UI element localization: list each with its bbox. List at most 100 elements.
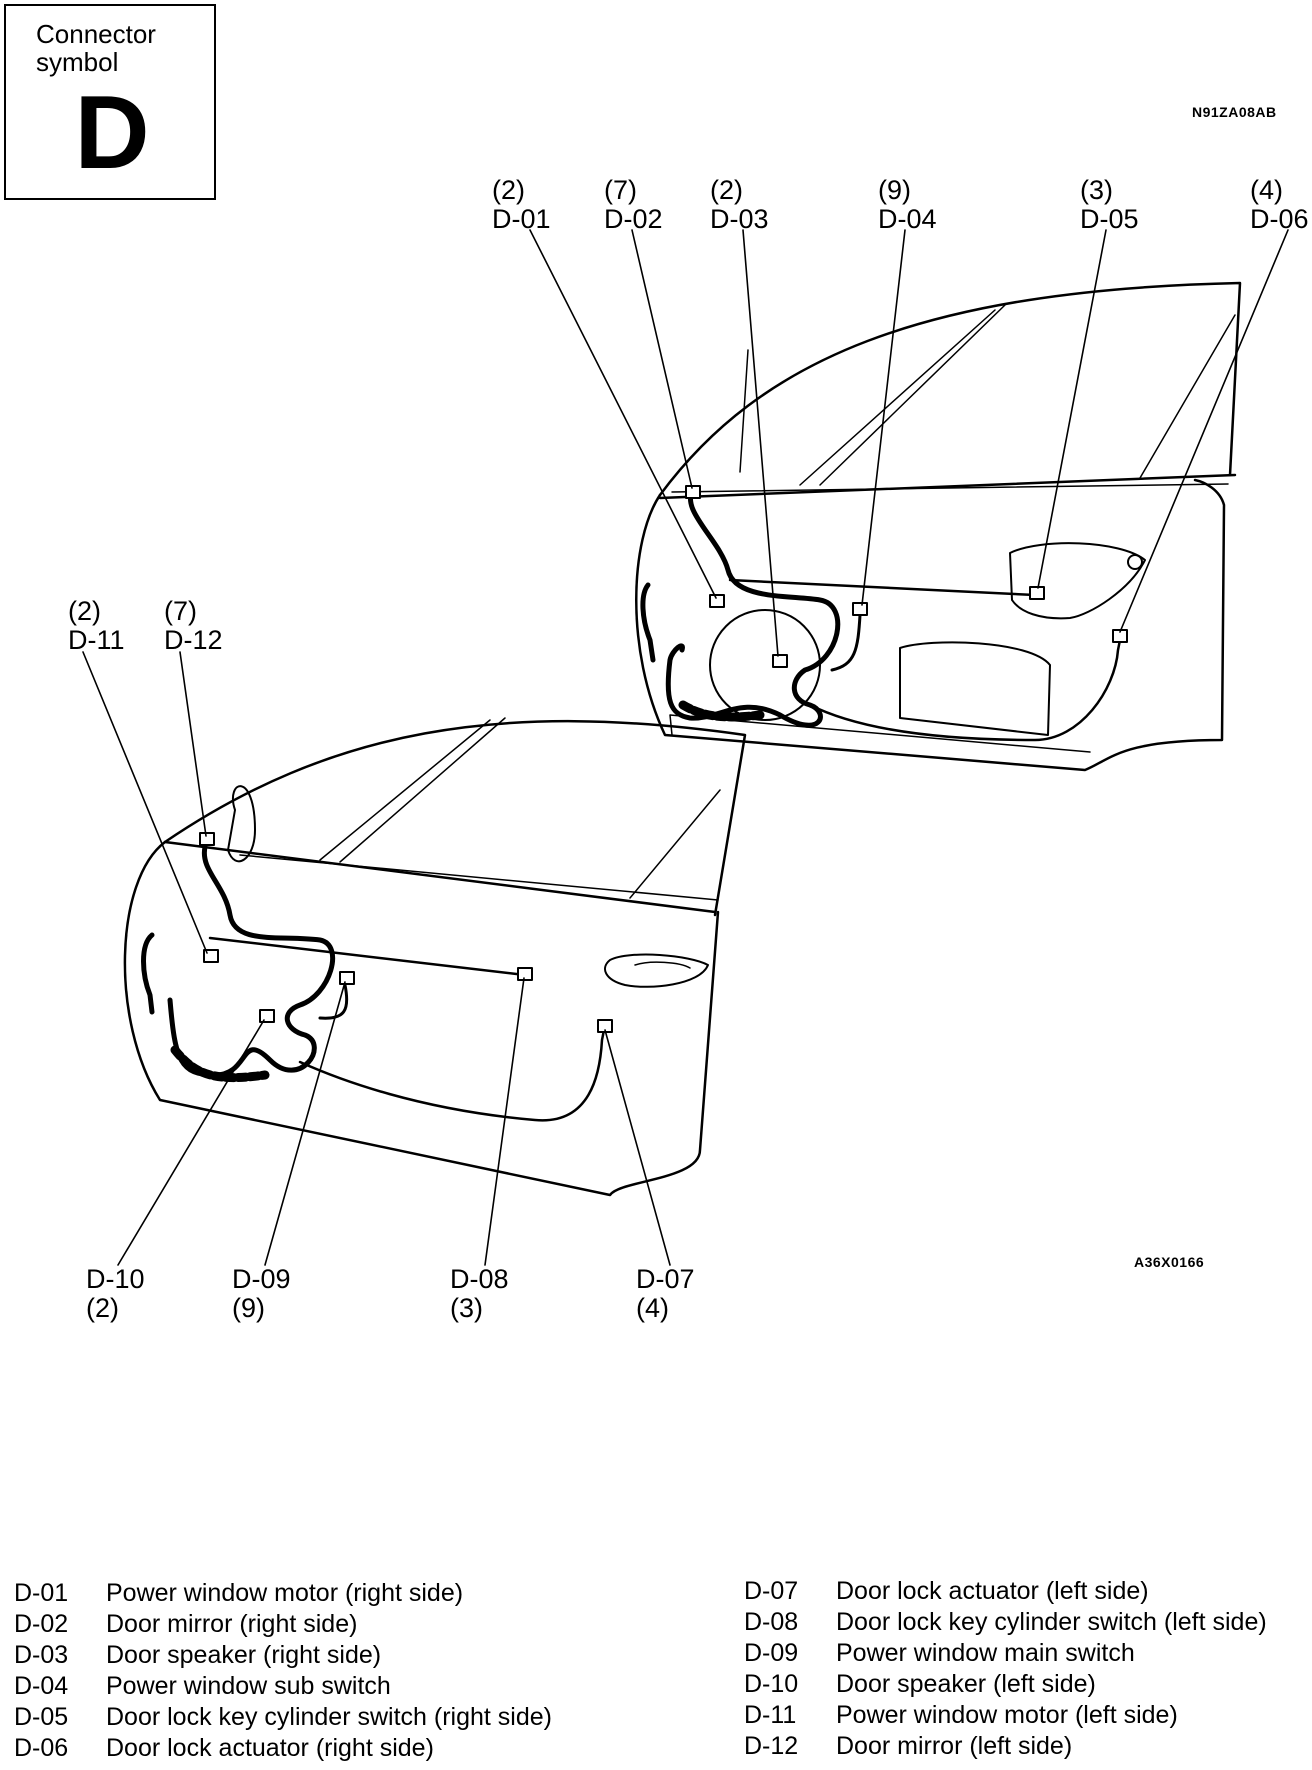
legend-id: D-07 xyxy=(744,1577,799,1605)
left-door-mirror xyxy=(227,785,256,863)
callout-id: D-06 xyxy=(1250,204,1309,234)
legend-desc: Power window motor (left side) xyxy=(836,1701,1178,1729)
leader-d01 xyxy=(529,229,717,599)
callout-id: D-03 xyxy=(710,204,769,234)
right-door-harness xyxy=(665,487,1122,742)
right-door-window-frame xyxy=(658,281,1242,497)
left-door-grommet xyxy=(141,932,155,1015)
left-door-glass-reflection-2 xyxy=(629,789,721,899)
legend-desc: Door lock key cylinder switch (right sid… xyxy=(106,1703,552,1731)
leader-d07 xyxy=(604,1029,671,1266)
legend-id: D-03 xyxy=(14,1641,69,1669)
connector-d01 xyxy=(709,594,725,608)
callout-pins: (3) xyxy=(450,1293,483,1323)
legend-row: D-04 Power window sub switch xyxy=(14,1671,552,1702)
legend-id: D-04 xyxy=(14,1672,69,1700)
callout-pins: (2) xyxy=(492,175,525,205)
callout-id: D-07 xyxy=(636,1264,695,1294)
callout-id: D-05 xyxy=(1080,204,1139,234)
leader-d08 xyxy=(484,977,525,1266)
callout-id: D-09 xyxy=(232,1264,291,1294)
legend-row: D-02 Door mirror (right side) xyxy=(14,1609,552,1640)
leader-lines xyxy=(82,229,1289,1266)
callout-id: D-10 xyxy=(86,1264,145,1294)
right-harness-branch-d05 xyxy=(728,578,1037,597)
right-harness-branch-d06 xyxy=(808,638,1122,742)
leader-d03 xyxy=(742,229,779,657)
legend-id: D-10 xyxy=(744,1670,799,1698)
callout-d06: (4)D-06 xyxy=(1250,176,1309,234)
callout-d05: (3)D-05 xyxy=(1080,176,1139,234)
left-door-connectors xyxy=(199,832,613,1033)
connector-d09 xyxy=(339,971,355,985)
left-door xyxy=(123,717,747,1197)
right-door-glass-reflection xyxy=(799,304,1006,486)
ref-code-bottom: A36X0166 xyxy=(1134,1254,1205,1270)
callout-id: D-08 xyxy=(450,1264,509,1294)
right-door-grommet xyxy=(640,582,656,663)
connector-d12 xyxy=(199,832,215,846)
callout-id: D-11 xyxy=(68,625,125,655)
right-door-lock-knob xyxy=(1127,554,1143,570)
leader-d02 xyxy=(631,229,693,489)
legend-id: D-02 xyxy=(14,1610,69,1638)
leader-d04 xyxy=(861,229,906,606)
callout-d08: D-08(3) xyxy=(450,1265,509,1323)
callout-id: D-12 xyxy=(164,625,223,655)
leader-d06 xyxy=(1119,229,1289,633)
callout-pins: (2) xyxy=(68,596,101,626)
callout-pins: (9) xyxy=(232,1293,265,1323)
legend-desc: Door mirror (left side) xyxy=(836,1732,1073,1760)
legend-row: D-08 Door lock key cylinder switch (left … xyxy=(744,1607,1267,1638)
callout-id: D-02 xyxy=(604,204,663,234)
legend-desc: Power window motor (right side) xyxy=(106,1579,464,1607)
callout-d04: (9)D-04 xyxy=(878,176,937,234)
legend-desc: Door lock actuator (left side) xyxy=(836,1577,1149,1605)
ref-code-top: N91ZA08AB xyxy=(1192,104,1277,120)
right-door-panel-outline xyxy=(635,478,1226,772)
left-harness-branch-d07 xyxy=(298,1028,606,1122)
leader-d11 xyxy=(82,651,208,954)
legend-desc: Door mirror (right side) xyxy=(106,1610,358,1638)
callout-d12: (7)D-12 xyxy=(164,597,223,655)
right-door-glass-reflection-2 xyxy=(1139,314,1236,479)
connector-d10 xyxy=(259,1009,275,1023)
left-door-belt-line xyxy=(163,840,717,914)
connector-d02 xyxy=(685,485,701,499)
right-door-connectors xyxy=(685,485,1128,668)
right-harness-main xyxy=(665,487,841,728)
right-door-handle-recess xyxy=(1009,542,1146,620)
legend-desc: Door lock key cylinder switch (left side… xyxy=(836,1608,1267,1636)
right-door-window-channel xyxy=(739,349,749,473)
right-door-map-pocket xyxy=(899,641,1051,736)
legend-id: D-12 xyxy=(744,1732,799,1760)
connector-d04 xyxy=(852,602,868,616)
callout-pins: (3) xyxy=(1080,175,1113,205)
callout-d02: (7)D-02 xyxy=(604,176,663,234)
right-door xyxy=(635,281,1242,772)
left-harness-corrugated-tube xyxy=(170,1045,270,1083)
callout-id: D-04 xyxy=(878,204,937,234)
left-door-belt-line-inner xyxy=(239,854,719,901)
legend-row: D-12 Door mirror (left side) xyxy=(744,1731,1267,1762)
callout-d03: (2)D-03 xyxy=(710,176,769,234)
left-harness-branch-d08 xyxy=(208,936,527,977)
callout-d11: (2)D-11 xyxy=(68,597,125,655)
left-door-window-frame xyxy=(163,720,747,917)
leader-d09 xyxy=(264,981,346,1266)
legend-desc: Power window sub switch xyxy=(106,1672,391,1700)
left-door-harness xyxy=(167,844,606,1122)
legend-id: D-08 xyxy=(744,1608,799,1636)
callout-id: D-01 xyxy=(492,204,551,234)
left-harness-branch-d09 xyxy=(318,983,349,1020)
legend-id: D-09 xyxy=(744,1639,799,1667)
leader-d12 xyxy=(179,651,207,837)
